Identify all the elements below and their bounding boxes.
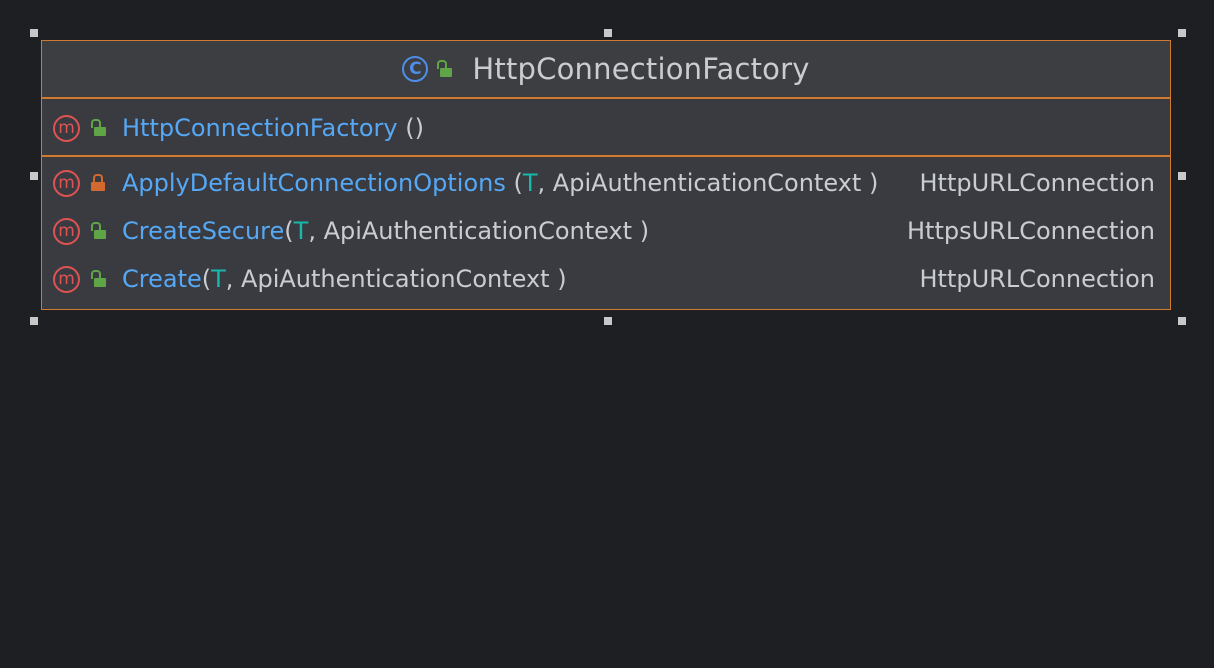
public-unlock-icon — [436, 60, 453, 78]
method-paren: ( — [505, 169, 523, 197]
public-unlock-icon — [90, 222, 106, 240]
resize-handle-bottom[interactable] — [604, 317, 612, 325]
method-name: ApplyDefaultConnectionOptions — [122, 169, 506, 197]
class-header[interactable]: C HttpConnectionFactory — [42, 41, 1170, 99]
method-icon: m — [53, 265, 80, 293]
private-lock-icon — [90, 174, 106, 192]
constructor-name: HttpConnectionFactory — [122, 114, 398, 142]
constructor-params: () — [405, 114, 424, 142]
method-paren: ( — [201, 265, 212, 293]
method-params: , ApiAuthenticationContext ) — [308, 217, 650, 245]
return-type: HttpsURLConnection — [906, 217, 1155, 245]
class-node[interactable]: C HttpConnectionFactory m HttpConnection… — [41, 40, 1171, 310]
resize-handle-bottom-right[interactable] — [1178, 317, 1186, 325]
constructor-section: m HttpConnectionFactory () — [42, 99, 1170, 157]
resize-handle-top-right[interactable] — [1178, 29, 1186, 37]
method-icon: m — [53, 169, 80, 197]
class-name: HttpConnectionFactory — [472, 52, 810, 86]
resize-handle-top-left[interactable] — [30, 29, 38, 37]
method-icon: m — [53, 217, 80, 245]
return-type: HttpURLConnection — [919, 265, 1155, 293]
public-unlock-icon — [90, 119, 106, 137]
resize-handle-right[interactable] — [1178, 172, 1186, 180]
resize-handle-left[interactable] — [30, 172, 38, 180]
method-row[interactable]: m CreateSecure(T, ApiAuthenticationConte… — [42, 213, 1170, 249]
type-parameter: T — [522, 169, 538, 197]
return-type: HttpURLConnection — [919, 169, 1155, 197]
method-signature: CreateSecure(T, ApiAuthenticationContext… — [122, 217, 649, 245]
type-parameter: T — [293, 217, 309, 245]
method-row[interactable]: m Create(T, ApiAuthenticationContext ) H… — [42, 261, 1170, 297]
method-signature: ApplyDefaultConnectionOptions (T, ApiAut… — [122, 169, 878, 197]
constructor-signature: HttpConnectionFactory () — [122, 114, 424, 142]
method-icon: m — [53, 114, 80, 142]
method-paren: ( — [284, 217, 294, 245]
type-parameter: T — [211, 265, 226, 293]
constructor-row[interactable]: m HttpConnectionFactory () — [42, 110, 1170, 146]
method-name: CreateSecure — [122, 217, 285, 245]
class-icon: C — [402, 56, 429, 82]
method-row[interactable]: m ApplyDefaultConnectionOptions (T, ApiA… — [42, 165, 1170, 201]
method-params: , ApiAuthenticationContext ) — [225, 265, 567, 293]
method-params: , ApiAuthenticationContext ) — [537, 169, 879, 197]
resize-handle-bottom-left[interactable] — [30, 317, 38, 325]
resize-handle-top[interactable] — [604, 29, 612, 37]
method-signature: Create(T, ApiAuthenticationContext ) — [122, 265, 567, 293]
method-name: Create — [122, 265, 202, 293]
public-unlock-icon — [90, 270, 106, 288]
